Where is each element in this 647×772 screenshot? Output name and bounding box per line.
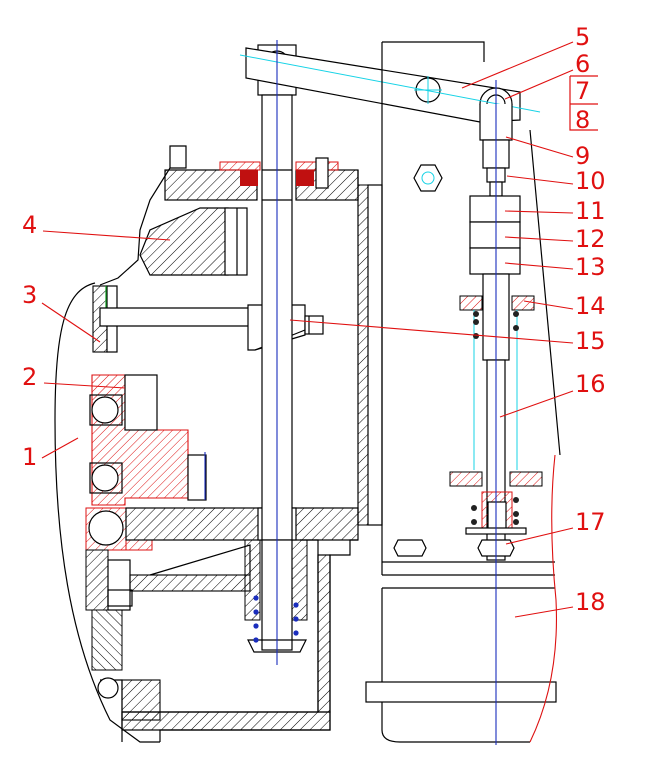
leader-line-6 (504, 69, 574, 100)
centerlines (204, 40, 497, 745)
callout-label-10: 10 (575, 167, 606, 195)
leader-line-3 (41, 302, 101, 343)
callout-label-2: 2 (22, 363, 37, 391)
callout-label-9: 9 (575, 142, 590, 170)
leader-line-16 (499, 390, 574, 418)
leader-line-14 (523, 300, 574, 310)
callout-label-13: 13 (575, 253, 606, 281)
leader-line-12 (504, 236, 574, 242)
part-4-flange (139, 207, 248, 276)
leader-line-13 (504, 262, 574, 270)
callout-label-17: 17 (575, 508, 606, 536)
callout-bracket-6-7-8 (569, 75, 598, 131)
callout-label-18: 18 (575, 588, 606, 616)
leader-line-10 (506, 175, 574, 185)
callout-label-12: 12 (575, 225, 606, 253)
leader-line-18 (514, 606, 574, 618)
callout-label-4: 4 (22, 211, 37, 239)
leader-line-2 (43, 382, 126, 389)
leader-line-4 (42, 230, 171, 241)
leader-line-11 (504, 210, 574, 214)
callout-label-1: 1 (22, 443, 37, 471)
part-2-carrier (89, 374, 207, 506)
callout-label-16: 16 (575, 370, 606, 398)
lower-gear-assembly (85, 539, 308, 699)
callout-label-11: 11 (575, 197, 606, 225)
leader-line-1 (41, 437, 79, 459)
part-1-lower-bearing (85, 507, 359, 551)
part-18-motor (365, 454, 557, 743)
callout-label-15: 15 (575, 327, 606, 355)
leader-line-5 (461, 41, 574, 89)
leader-line-15 (289, 319, 574, 344)
callout-label-14: 14 (575, 292, 606, 320)
callout-label-6: 6 (575, 50, 590, 78)
spring-lower-left (253, 595, 299, 643)
right-frame-plate (381, 41, 561, 589)
callout-label-7: 7 (575, 77, 590, 105)
callout-label-3: 3 (22, 281, 37, 309)
callout-label-8: 8 (575, 106, 590, 134)
springs-right (393, 295, 543, 557)
leader-line-9 (505, 136, 574, 158)
leader-line-17 (505, 527, 574, 545)
callout-label-5: 5 (575, 23, 590, 51)
